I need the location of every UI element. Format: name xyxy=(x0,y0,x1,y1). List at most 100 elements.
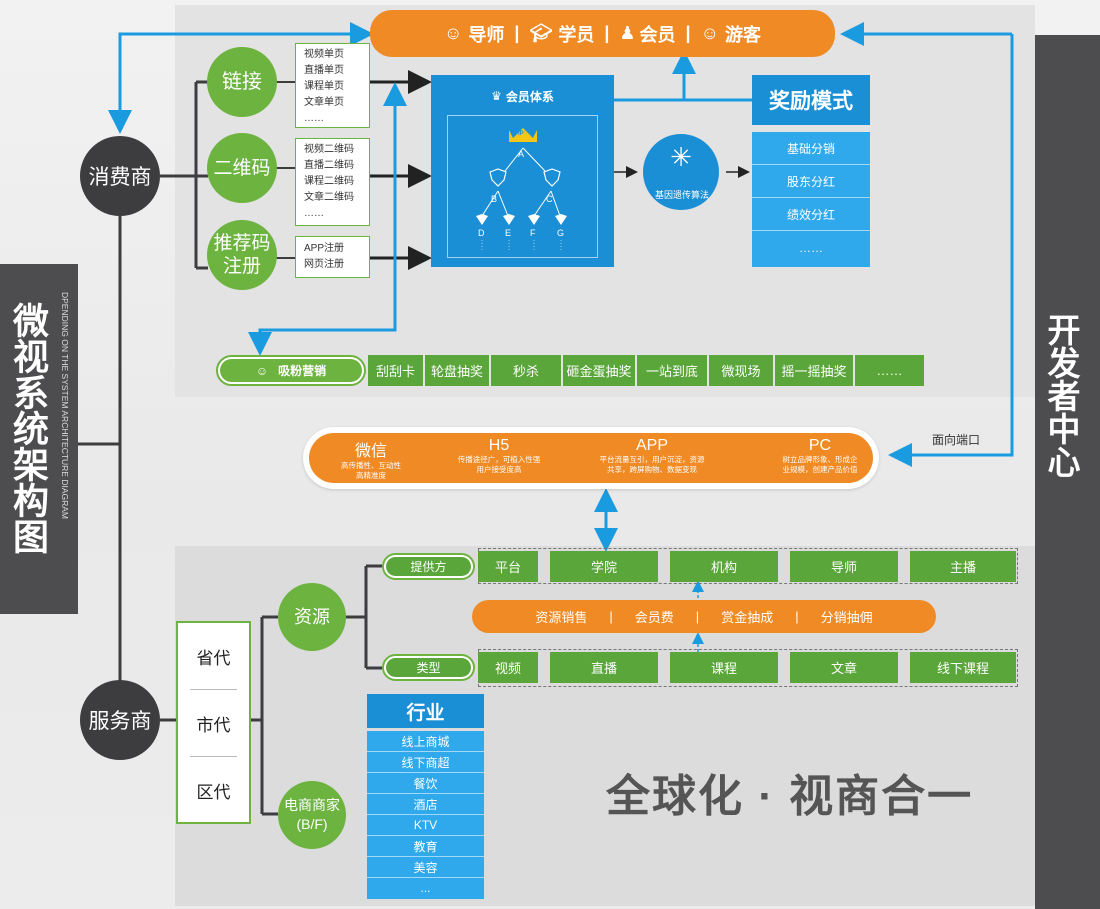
agent-province[interactable]: 省代 xyxy=(196,648,231,668)
role-member[interactable]: 会员 xyxy=(639,24,676,45)
list-item[interactable]: 课程二维码 xyxy=(304,176,354,187)
provider-item[interactable]: 机构 xyxy=(670,551,778,582)
type-item[interactable]: 直播 xyxy=(550,652,658,683)
role-divider: | xyxy=(514,23,520,43)
node-a: A xyxy=(518,149,525,159)
developer-center: 开发者中心 xyxy=(1035,35,1100,909)
role-guest[interactable]: 游客 xyxy=(724,24,761,45)
list-item[interactable]: 文章二维码 xyxy=(304,192,354,203)
fans-item[interactable]: 秒杀 xyxy=(491,355,561,386)
platform-desc: 传播途径广，可植入性强 用户接受度高 xyxy=(457,455,541,474)
side-title: 微视系统架构图 xyxy=(8,302,49,554)
platform-app[interactable]: APP 平台流量互引，用户沉淀，资源 共享，跨屏购物、数据变现 xyxy=(577,437,727,475)
revenue-item[interactable]: 会员费 xyxy=(634,610,674,625)
consumer-node[interactable]: 消费商 xyxy=(80,136,160,216)
member-system-title: 会员体系 xyxy=(505,89,554,104)
fans-label: 吸粉营销 xyxy=(278,364,327,378)
list-item[interactable]: 直播二维码 xyxy=(304,160,354,171)
industry-title: 行业 xyxy=(367,694,484,728)
reward-item[interactable]: 股东分红 xyxy=(752,165,870,198)
member-system-header: ♛ 会员体系 xyxy=(431,85,614,107)
platform-bar: 微信 高传播性、互动性 高精准度 H5 传播途径广，可植入性强 用户接受度高 A… xyxy=(303,427,879,489)
fans-item[interactable]: 微现场 xyxy=(709,355,773,386)
revenue-item[interactable]: 赏金抽成 xyxy=(721,610,774,625)
algorithm-node[interactable]: ✳ 基因遗传算法 xyxy=(638,134,726,210)
list-item: …… xyxy=(304,113,324,124)
revenue-item[interactable]: 资源销售 xyxy=(535,610,588,625)
platform-wechat[interactable]: 微信 高传播性、互动性 高精准度 xyxy=(321,437,421,481)
entry-referral[interactable]: 推荐码 注册 xyxy=(207,220,277,290)
platform-bar-inner: 微信 高传播性、互动性 高精准度 H5 传播途径广，可植入性强 用户接受度高 A… xyxy=(309,433,873,483)
platform-h5[interactable]: H5 传播途径广，可植入性强 用户接受度高 xyxy=(439,437,559,475)
fans-item[interactable]: 摇一摇抽奖 xyxy=(775,355,853,386)
fans-item[interactable]: 砸金蛋抽奖 xyxy=(563,355,635,386)
list-item: …… xyxy=(304,208,324,219)
fans-bar: ☺ 吸粉营销 刮刮卡 轮盘抽奖 秒杀 砸金蛋抽奖 一站到底 微现场 摇一摇抽奖 … xyxy=(216,355,926,386)
platform-name: H5 xyxy=(488,437,510,454)
merchant-node[interactable]: 电商商家 (B/F) xyxy=(278,781,346,849)
dna-icon: ✳ xyxy=(643,134,719,210)
industry-item: ... xyxy=(420,881,431,895)
register-list: APP注册 网页注册 xyxy=(295,236,370,278)
provider-item[interactable]: 导师 xyxy=(790,551,898,582)
vip-label: VIP xyxy=(514,131,524,137)
industry-item[interactable]: 酒店 xyxy=(367,794,484,815)
provider-item[interactable]: 学院 xyxy=(550,551,658,582)
list-item[interactable]: 直播单页 xyxy=(304,65,344,76)
revenue-item[interactable]: 分销抽佣 xyxy=(820,610,873,625)
member-tree xyxy=(476,128,567,250)
revenue-divider: | xyxy=(609,609,613,624)
agent-city[interactable]: 市代 xyxy=(196,715,231,735)
reward-item[interactable]: 基础分销 xyxy=(752,132,870,165)
node-d: D xyxy=(478,228,485,238)
slogan: 全球化 · 视商合一 xyxy=(606,772,974,821)
mentor-icon: ☺ xyxy=(444,23,463,43)
node-c: C xyxy=(546,194,553,204)
fans-item: …… xyxy=(855,355,924,386)
fans-item[interactable]: 刮刮卡 xyxy=(368,355,423,386)
platform-desc: 平台流量互引，用户沉淀，资源 共享，跨屏购物、数据变现 xyxy=(599,455,705,474)
platform-desc: 高传播性、互动性 高精准度 xyxy=(341,461,401,480)
industry-item[interactable]: 教育 xyxy=(367,836,484,857)
list-item[interactable]: 课程单页 xyxy=(304,81,344,92)
industry-item[interactable]: 美容 xyxy=(367,857,484,878)
type-item[interactable]: 课程 xyxy=(670,652,778,683)
list-item[interactable]: 文章单页 xyxy=(304,97,344,108)
industry-item[interactable]: KTV xyxy=(367,815,484,836)
platform-desc: 树立品牌形象、形成企 业规模，创建产品价值 xyxy=(782,455,858,474)
industry-item[interactable]: 餐饮 xyxy=(367,773,484,794)
provider-item[interactable]: 主播 xyxy=(910,551,1016,582)
industry-list: 线上商城 线下商超 餐饮 酒店 KTV 教育 美容 ... xyxy=(367,731,484,899)
industry-item[interactable]: 线下商超 xyxy=(367,752,484,773)
agent-divider xyxy=(190,689,237,690)
member-icon: ♟ xyxy=(619,23,636,43)
entry-link[interactable]: 链接 xyxy=(207,47,277,117)
type-item[interactable]: 线下课程 xyxy=(910,652,1016,683)
port-label: 面向端口 xyxy=(932,433,981,447)
role-divider: | xyxy=(604,23,610,43)
platform-name: PC xyxy=(808,437,832,454)
service-node[interactable]: 服务商 xyxy=(80,680,160,760)
platform-pc[interactable]: PC 树立品牌形象、形成企 业规模，创建产品价值 xyxy=(765,437,875,475)
node-e: E xyxy=(505,228,512,238)
provider-item[interactable]: 平台 xyxy=(478,551,538,582)
fans-label-pill[interactable]: ☺ 吸粉营销 xyxy=(216,355,366,386)
industry-item[interactable]: 线上商城 xyxy=(367,731,484,752)
role-student[interactable]: 学员 xyxy=(558,24,595,45)
role-mentor[interactable]: 导师 xyxy=(468,24,505,45)
type-item[interactable]: 文章 xyxy=(790,652,898,683)
resource-node[interactable]: 资源 xyxy=(278,583,346,651)
list-item[interactable]: 网页注册 xyxy=(304,259,344,270)
graduation-cap-icon: 🎓︎ xyxy=(529,23,553,43)
reward-item[interactable]: 绩效分红 xyxy=(752,198,870,231)
type-item[interactable]: 视频 xyxy=(478,652,538,683)
fans-item[interactable]: 一站到底 xyxy=(637,355,707,386)
list-item[interactable]: APP注册 xyxy=(304,243,345,254)
list-item[interactable]: 视频单页 xyxy=(304,49,344,60)
entry-qrcode[interactable]: 二维码 xyxy=(207,133,277,203)
list-item[interactable]: 视频二维码 xyxy=(304,144,354,155)
fans-item[interactable]: 轮盘抽奖 xyxy=(425,355,489,386)
side-title-block: 微视系统架构图 DPENDING ON THE SYSTEM ARCHITECT… xyxy=(0,264,78,614)
node-f: F xyxy=(530,228,536,238)
agent-district[interactable]: 区代 xyxy=(196,782,231,802)
